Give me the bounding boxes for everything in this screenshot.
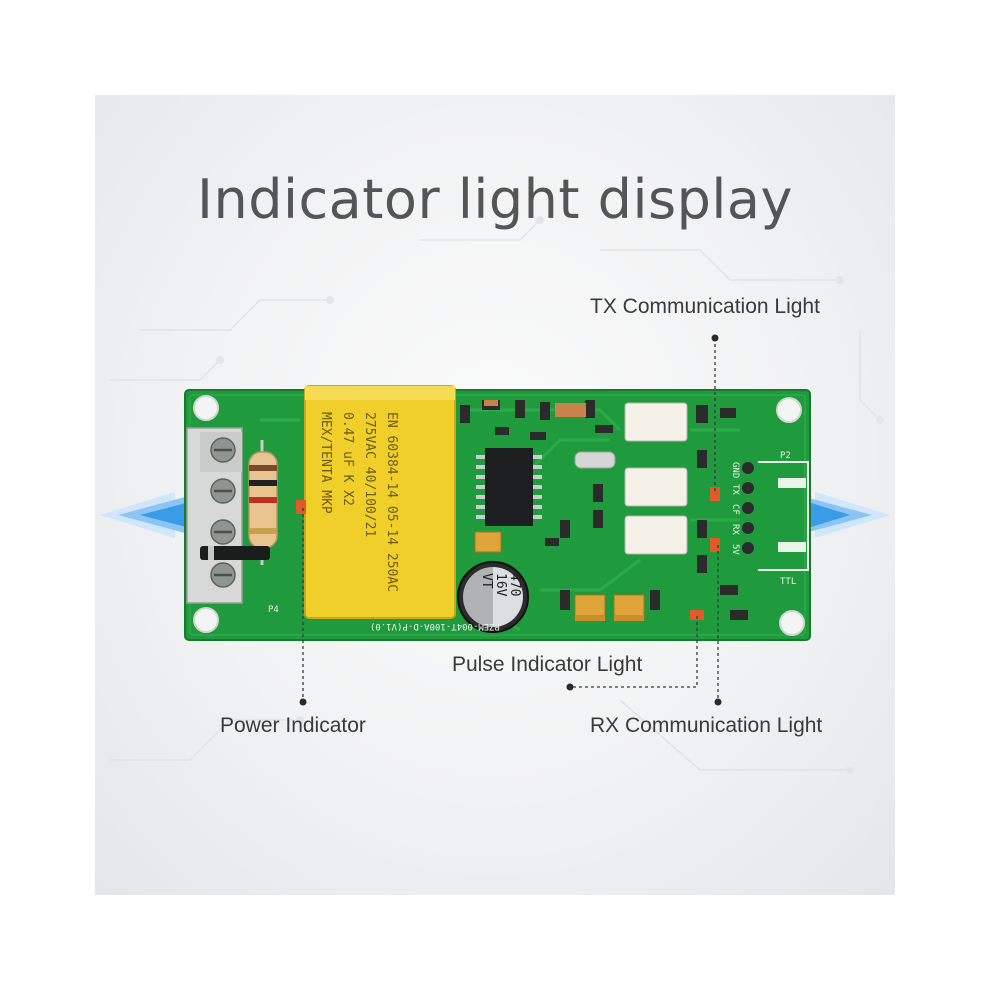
electrolytic-line-2: 16V (493, 573, 508, 597)
rx-dot-icon (714, 698, 722, 706)
pin-tx: TX (730, 484, 740, 495)
tx-dot-icon (711, 334, 719, 342)
p4-label: P4 (268, 605, 279, 615)
pin-cf: CF (730, 504, 740, 515)
capacitor-line-4: EN 60384-14 05-14 250AC (384, 412, 399, 592)
tx-led-icon (710, 487, 720, 501)
x2-capacitor: MEX/TENTA MKP 0.47 uF K X2 275VAC 40/100… (304, 385, 456, 619)
power-dot-icon (299, 698, 307, 706)
rx-light-label: RX Communication Light (590, 714, 823, 737)
connector-label: P2 (780, 451, 791, 461)
rx-led-icon (710, 538, 720, 552)
pin-header: GND TX CF RX 5V (730, 462, 754, 555)
board-model: PZEM-004T-100A-D-P(V1.0) (370, 621, 500, 631)
capacitor-line-2: 0.47 uF K X2 (340, 412, 355, 506)
pin-5v: 5V (730, 544, 740, 555)
ttl-label: TTL (780, 577, 796, 587)
capacitor-line-3: 275VAC 40/100/21 (362, 412, 377, 537)
tx-light-label: TX Communication Light (590, 295, 820, 318)
screw-terminal (186, 427, 243, 604)
optocouplers (624, 402, 688, 555)
left-chevron-icon (100, 492, 190, 538)
electrolytic-line-3: 470 (507, 573, 522, 596)
power-led-icon (296, 500, 306, 514)
capacitor-line-1: MEX/TENTA MKP (318, 412, 333, 514)
electrolytic-capacitor: VT 16V 470 (457, 561, 529, 633)
pulse-dot-icon (566, 683, 574, 691)
pulse-led-icon (690, 610, 704, 620)
page-title: Indicator light display (197, 168, 793, 231)
resistor (248, 440, 278, 565)
power-indicator-label: Power Indicator (220, 714, 366, 737)
pin-rx: RX (730, 524, 740, 535)
main-ic (476, 448, 542, 526)
tantalum-capacitors (474, 531, 645, 621)
right-chevron-icon (805, 492, 890, 538)
electrolytic-line-1: VT (479, 573, 494, 589)
pin-gnd: GND (730, 462, 740, 478)
pulse-light-label: Pulse Indicator Light (452, 653, 643, 676)
